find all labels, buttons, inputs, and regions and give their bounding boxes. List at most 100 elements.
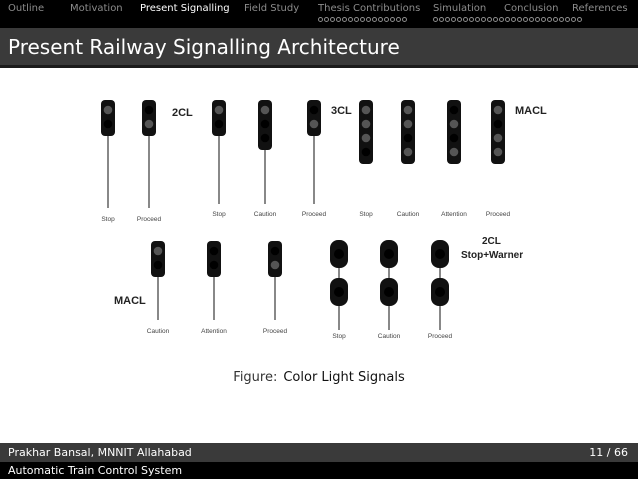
signal-caption: Proceed — [428, 333, 453, 340]
page-title: Present Railway Signalling Architecture — [8, 35, 400, 59]
signal-caption: Caution — [378, 333, 401, 340]
signal-lamp — [403, 119, 413, 129]
footer-author: Prakhar Bansal, MNNIT Allahabad — [8, 446, 192, 459]
signal-head — [207, 241, 221, 277]
figure-caption: Figure: Color Light Signals — [0, 370, 638, 385]
progress-dot[interactable] — [547, 17, 552, 22]
signal-lamp — [209, 260, 219, 270]
label-macl: MACL — [515, 105, 547, 117]
nav-item-outline[interactable]: Outline — [8, 3, 45, 14]
signal-head — [307, 100, 321, 136]
progress-dot[interactable] — [577, 17, 582, 22]
title-bar: Present Railway Signalling Architecture — [0, 28, 638, 68]
progress-dot[interactable] — [360, 17, 365, 22]
progress-dot[interactable] — [439, 17, 444, 22]
footer-subtitle: Automatic Train Control System — [8, 464, 183, 477]
signal-lamp — [260, 133, 270, 143]
page-number: 11 / 66 — [589, 446, 628, 459]
signal-lamp — [493, 119, 503, 129]
progress-dot[interactable] — [384, 17, 389, 22]
progress-dot[interactable] — [523, 17, 528, 22]
progress-dot[interactable] — [553, 17, 558, 22]
progress-dot[interactable] — [469, 17, 474, 22]
label-3cl: 3CL — [331, 105, 352, 117]
progress-dot[interactable] — [481, 17, 486, 22]
progress-dot[interactable] — [505, 17, 510, 22]
progress-dot[interactable] — [324, 17, 329, 22]
nav-item-conclusion[interactable]: Conclusion — [504, 3, 559, 14]
progress-dot[interactable] — [342, 17, 347, 22]
progress-dot[interactable] — [571, 17, 576, 22]
nav-item-references[interactable]: References — [572, 3, 628, 14]
signal-head — [401, 100, 415, 164]
signal-lamp — [144, 119, 154, 129]
signal-lamp — [449, 105, 459, 115]
nav-item-present-signalling[interactable]: Present Signalling — [140, 3, 230, 14]
nav-item-field-study[interactable]: Field Study — [244, 3, 300, 14]
nav-item-simulation[interactable]: Simulation — [433, 3, 487, 14]
label-stop-warner: Stop+Warner — [461, 250, 523, 261]
signal-caption: Attention — [441, 211, 467, 218]
progress-dot[interactable] — [487, 17, 492, 22]
signal-lamp — [384, 287, 394, 297]
signal-lamp — [270, 246, 280, 256]
signal-lamp — [270, 260, 280, 270]
progress-dot[interactable] — [402, 17, 407, 22]
label-2cl-sw: 2CL — [482, 236, 501, 247]
progress-dot[interactable] — [565, 17, 570, 22]
signal-head — [268, 241, 282, 277]
progress-dot[interactable] — [457, 17, 462, 22]
progress-dot[interactable] — [529, 17, 534, 22]
nav-item-thesis-contributions[interactable]: Thesis Contributions — [318, 3, 421, 14]
signal-lamp — [103, 119, 113, 129]
progress-dot[interactable] — [378, 17, 383, 22]
progress-dot[interactable] — [511, 17, 516, 22]
nav-item-motivation[interactable]: Motivation — [70, 3, 123, 14]
label-macl-2: MACL — [114, 295, 146, 307]
progress-dot[interactable] — [354, 17, 359, 22]
signal-lamp — [361, 119, 371, 129]
signal-lamp — [334, 249, 344, 259]
progress-dot[interactable] — [318, 17, 323, 22]
signal-lamp — [403, 105, 413, 115]
signal-caption: Caution — [397, 211, 420, 218]
progress-dot[interactable] — [517, 17, 522, 22]
progress-dot[interactable] — [390, 17, 395, 22]
progress-dot[interactable] — [330, 17, 335, 22]
signal-lamp — [449, 119, 459, 129]
progress-dot[interactable] — [493, 17, 498, 22]
progress-dot[interactable] — [559, 17, 564, 22]
progress-dot[interactable] — [463, 17, 468, 22]
signal-caption: Stop — [212, 211, 226, 218]
progress-dot[interactable] — [499, 17, 504, 22]
signal-lamp — [403, 133, 413, 143]
signal-caption: Caution — [254, 211, 277, 218]
progress-dot[interactable] — [396, 17, 401, 22]
signal-lamp — [493, 147, 503, 157]
progress-dot[interactable] — [372, 17, 377, 22]
signal-lamp — [493, 105, 503, 115]
progress-dot[interactable] — [541, 17, 546, 22]
progress-dot[interactable] — [475, 17, 480, 22]
progress-dot[interactable] — [348, 17, 353, 22]
progress-dot[interactable] — [433, 17, 438, 22]
progress-dot[interactable] — [366, 17, 371, 22]
progress-dot[interactable] — [336, 17, 341, 22]
caption-text: Color Light Signals — [283, 370, 405, 385]
signal-lamp — [361, 133, 371, 143]
signal-lamp — [260, 119, 270, 129]
progress-dot[interactable] — [535, 17, 540, 22]
signal-lamp — [103, 105, 113, 115]
signal-caption: Stop — [359, 211, 373, 218]
signal-caption: Proceed — [137, 216, 162, 223]
signal-lamp — [384, 249, 394, 259]
progress-dot[interactable] — [451, 17, 456, 22]
navigation-bar: Outline Motivation Present Signalling Fi… — [0, 0, 638, 28]
signal-lamp — [153, 246, 163, 256]
signal-caption: Caution — [147, 328, 170, 335]
signal-caption: Stop — [332, 333, 346, 340]
caption-label: Figure: — [233, 370, 278, 385]
progress-dot[interactable] — [445, 17, 450, 22]
signal-lamp — [361, 147, 371, 157]
